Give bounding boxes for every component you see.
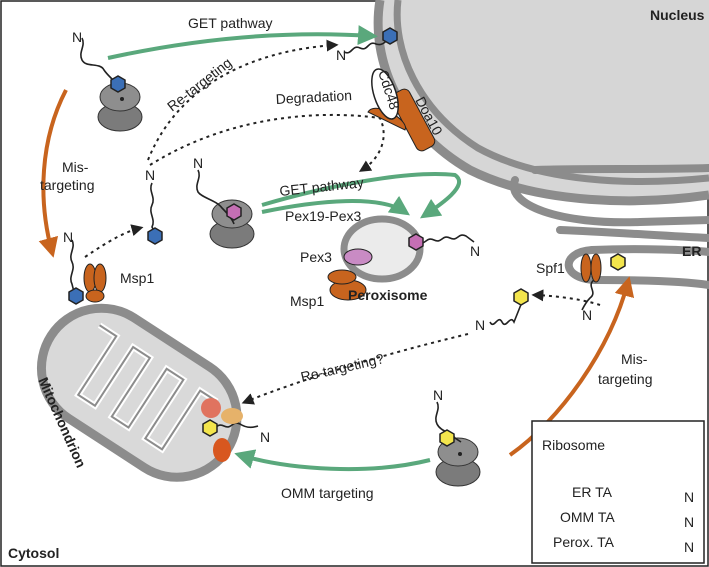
doa10-protein bbox=[367, 88, 436, 152]
legend-ribosome-label: Ribosome bbox=[542, 437, 605, 453]
retargeting-arrow-bottom bbox=[241, 333, 469, 405]
get-pathway-arrow-top bbox=[107, 25, 378, 60]
mistargeting-arrow-right bbox=[508, 276, 635, 457]
mistargeting-left-line1: Mis- bbox=[62, 159, 89, 175]
mistargeting-left-line2: targeting bbox=[40, 177, 94, 193]
n-label: N bbox=[582, 307, 592, 323]
msp1-mito bbox=[83, 263, 107, 303]
cytosol-label: Cytosol bbox=[8, 545, 59, 561]
retargeting-arrow-top bbox=[147, 39, 339, 161]
mito-to-cytosol-arrow bbox=[84, 224, 144, 258]
legend-box bbox=[531, 420, 705, 564]
er-to-cytosol-arrow bbox=[531, 289, 601, 306]
spf1-protein bbox=[580, 253, 602, 283]
ribosome-bottom bbox=[435, 437, 481, 487]
dotted-arrows bbox=[84, 39, 601, 405]
mistargeting-right-line2: targeting bbox=[598, 371, 652, 387]
pex19-pex3-label: Pex19-Pex3 bbox=[285, 208, 361, 224]
n-label: N bbox=[72, 29, 82, 45]
green-arrows bbox=[107, 25, 461, 472]
legend-perox-ta-label: Perox. TA bbox=[553, 534, 615, 550]
er-label: ER bbox=[682, 243, 701, 259]
cdc48-complex bbox=[371, 68, 399, 120]
msp1-perox bbox=[327, 269, 367, 301]
n-label: N bbox=[260, 429, 270, 445]
degradation-arrow bbox=[149, 113, 385, 172]
get-pathway-arrow-mid bbox=[261, 172, 461, 219]
nucleus bbox=[373, 0, 709, 206]
n-label: N bbox=[433, 387, 443, 403]
omm-targeting-arrow bbox=[234, 449, 431, 472]
pex3-label: Pex3 bbox=[300, 249, 332, 265]
n-terminus-labels: N N N N N N N N N N bbox=[63, 29, 592, 445]
get-pathway-label-top: GET pathway bbox=[188, 15, 273, 31]
legend-n-omm: N bbox=[684, 514, 694, 530]
msp1-perox-label: Msp1 bbox=[290, 293, 324, 309]
n-label: N bbox=[475, 317, 485, 333]
legend-er-ta-label: ER TA bbox=[572, 484, 613, 500]
n-label: N bbox=[145, 167, 155, 183]
degradation-label: Degradation bbox=[275, 87, 352, 107]
mistargeting-arrow-left bbox=[38, 89, 68, 258]
legend-n-perox: N bbox=[684, 539, 694, 555]
mistargeting-right-line1: Mis- bbox=[621, 351, 648, 367]
n-label: N bbox=[470, 243, 480, 259]
legend-omm-ta-label: OMM TA bbox=[560, 509, 615, 525]
legend-n-er: N bbox=[684, 489, 694, 505]
nucleus-label: Nucleus bbox=[650, 7, 705, 23]
n-label: N bbox=[336, 47, 346, 63]
n-label: N bbox=[193, 155, 203, 171]
peroxisome-label: Peroxisome bbox=[348, 287, 428, 303]
n-label: N bbox=[63, 229, 73, 245]
omm-targeting-label: OMM targeting bbox=[281, 485, 374, 501]
pex3-protein bbox=[343, 248, 373, 266]
spf1-label: Spf1 bbox=[536, 260, 565, 276]
er-membrane bbox=[509, 164, 709, 289]
pex19-arrow bbox=[261, 195, 410, 216]
mito-import-receptors bbox=[201, 398, 243, 462]
orange-arrows bbox=[38, 89, 635, 457]
msp1-mito-label: Msp1 bbox=[120, 270, 154, 286]
